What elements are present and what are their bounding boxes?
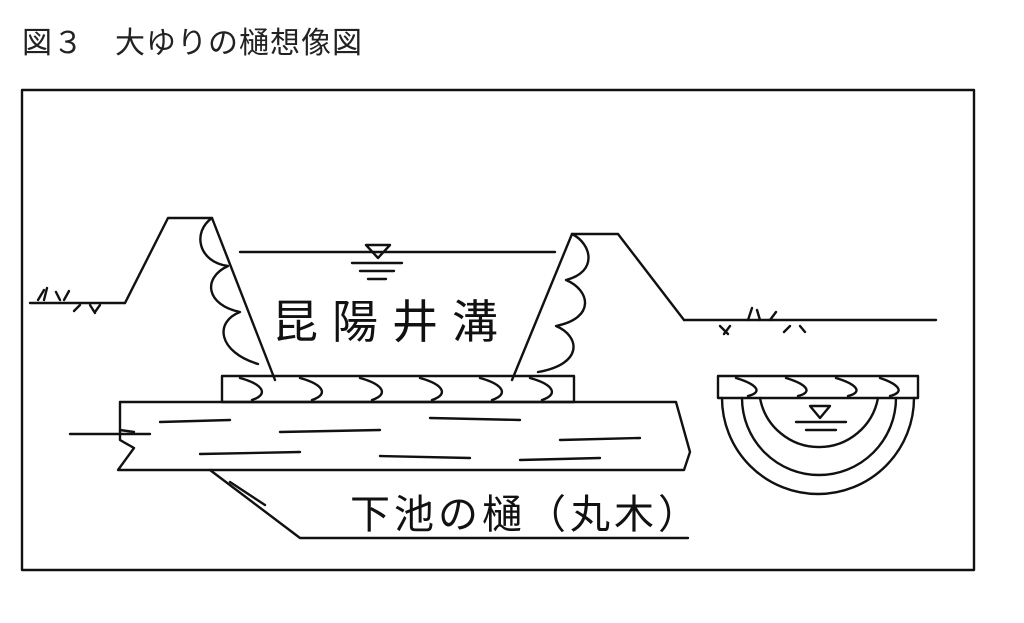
pipe-cross-section xyxy=(716,374,920,496)
right-ground xyxy=(682,306,938,336)
right-stone-lining xyxy=(536,232,590,374)
left-ground xyxy=(28,286,127,315)
left-embankment xyxy=(123,216,277,382)
left-stone-lining xyxy=(199,216,260,366)
figure-title: 図３ 大ゆりの樋想像図 xyxy=(22,26,363,61)
pipe-base xyxy=(208,468,690,540)
log-pipe xyxy=(116,400,692,472)
frame xyxy=(20,88,976,572)
channel-label: 昆陽井溝 xyxy=(272,295,512,349)
channel-water-level xyxy=(238,243,557,281)
right-embankment xyxy=(510,232,686,382)
pipe-label: 下池の樋（丸木） xyxy=(350,492,702,538)
